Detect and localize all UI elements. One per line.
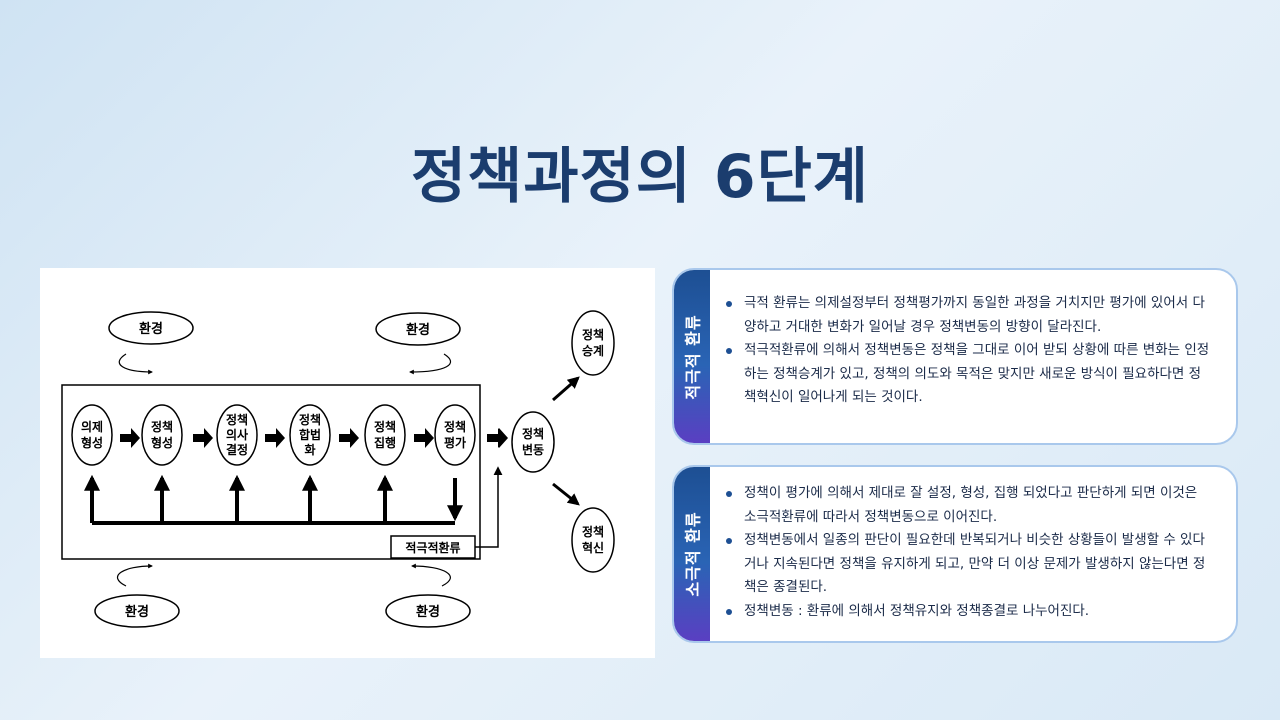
cycle-arrow-icon [117, 563, 153, 587]
cycle-arrow-icon [118, 353, 153, 375]
cycle-arrow-icon [411, 563, 451, 587]
svg-text:정책: 정책 [299, 412, 321, 427]
svg-text:의제: 의제 [81, 419, 103, 434]
list-item: 정책변동 : 환류에 의해서 정책유지와 정책종결로 나누어진다. [726, 600, 1212, 624]
svg-text:정책: 정책 [582, 524, 604, 539]
list-item: 극적 환류는 의제설정부터 정책평가까지 동일한 과정을 거치지만 평가에 있어… [726, 292, 1212, 339]
list-item: 적극적환류에 의해서 정책변동은 정책을 그대로 이어 받되 상황에 따른 변화… [726, 339, 1212, 410]
svg-text:혁신: 혁신 [582, 540, 604, 555]
svg-text:정책: 정책 [151, 419, 173, 434]
environment-label: 환경 [125, 604, 149, 620]
bullet-list: 정책이 평가에 의해서 제대로 잘 설정, 형성, 집행 되었다고 판단하게 되… [722, 482, 1212, 623]
svg-text:화: 화 [304, 442, 315, 457]
right-arrow-icon [487, 428, 507, 448]
svg-text:의사: 의사 [226, 427, 248, 442]
card-tab: 적극적 환류 [674, 270, 710, 443]
card-tab: 소극적 환류 [674, 467, 710, 641]
card-tab-label: 적극적 환류 [684, 313, 704, 400]
svg-text:적극적환류: 적극적환류 [405, 540, 460, 555]
svg-text:형성: 형성 [81, 435, 103, 450]
svg-text:정책: 정책 [582, 327, 604, 342]
policy-innovation-node: 정책 혁신 [571, 507, 615, 573]
environment-bottom-left: 환경 [94, 563, 180, 628]
cycle-arrow-icon [409, 353, 451, 375]
environment-bottom-right: 환경 [385, 563, 471, 628]
svg-text:정책: 정책 [444, 419, 466, 434]
environment-top-right: 환경 [375, 312, 461, 375]
stage-policy-formulation: 정책 형성 [141, 404, 183, 466]
environment-label: 환경 [139, 321, 163, 337]
stage-legitimation: 정책 합법 화 [289, 404, 331, 466]
arrow-to-succession [552, 376, 580, 402]
policy-change-node: 정책 변동 [511, 411, 555, 473]
list-item: 정책이 평가에 의해서 제대로 잘 설정, 형성, 집행 되었다고 판단하게 되… [726, 482, 1212, 529]
process-frame [61, 384, 481, 560]
policy-succession-node: 정책 승계 [571, 310, 615, 376]
svg-text:결정: 결정 [226, 442, 248, 457]
svg-text:정책: 정책 [226, 412, 248, 427]
list-item: 정책변동에서 일종의 판단이 필요한데 반복되거나 비슷한 상황들이 발생할 수… [726, 529, 1212, 600]
stage-agenda-setting: 의제 형성 [71, 404, 113, 466]
environment-label: 환경 [416, 604, 440, 620]
svg-text:집행: 집행 [374, 435, 396, 450]
page-title: 정책과정의 6단계 [410, 142, 870, 212]
environment-label: 환경 [406, 322, 430, 338]
diagram-canvas: 환경 환경 환경 환경 의제 형성 정책 형성 [61, 310, 615, 628]
svg-text:정책: 정책 [374, 419, 396, 434]
svg-text:변동: 변동 [522, 442, 544, 457]
active-feedback-card: 적극적 환류 극적 환류는 의제설정부터 정책평가까지 동일한 과정을 거치지만… [672, 268, 1238, 445]
bullet-list: 극적 환류는 의제설정부터 정책평가까지 동일한 과정을 거치지만 평가에 있어… [722, 292, 1212, 410]
svg-text:정책: 정책 [522, 426, 544, 441]
right-arrow-icon [193, 428, 213, 448]
stage-policy-decision: 정책 의사 결정 [216, 404, 258, 466]
right-arrow-icon [414, 428, 434, 448]
right-arrow-icon [339, 428, 359, 448]
right-arrow-icon [120, 428, 140, 448]
policy-process-diagram: 환경 환경 환경 환경 의제 형성 정책 형성 [40, 268, 655, 658]
stage-implementation: 정책 집행 [364, 404, 406, 466]
card-tab-label: 소극적 환류 [684, 511, 704, 597]
svg-text:평가: 평가 [444, 435, 466, 450]
svg-text:합법: 합법 [299, 427, 321, 442]
svg-text:승계: 승계 [582, 343, 604, 358]
svg-text:형성: 형성 [151, 435, 173, 450]
environment-top-left: 환경 [108, 311, 194, 375]
arrow-to-innovation [552, 482, 580, 506]
active-feedback-box: 적극적환류 [390, 466, 503, 559]
feedback-loop [84, 474, 463, 525]
right-arrow-icon [265, 428, 285, 448]
stage-evaluation: 정책 평가 [434, 404, 476, 466]
passive-feedback-card: 소극적 환류 정책이 평가에 의해서 제대로 잘 설정, 형성, 집행 되었다고… [672, 465, 1238, 643]
